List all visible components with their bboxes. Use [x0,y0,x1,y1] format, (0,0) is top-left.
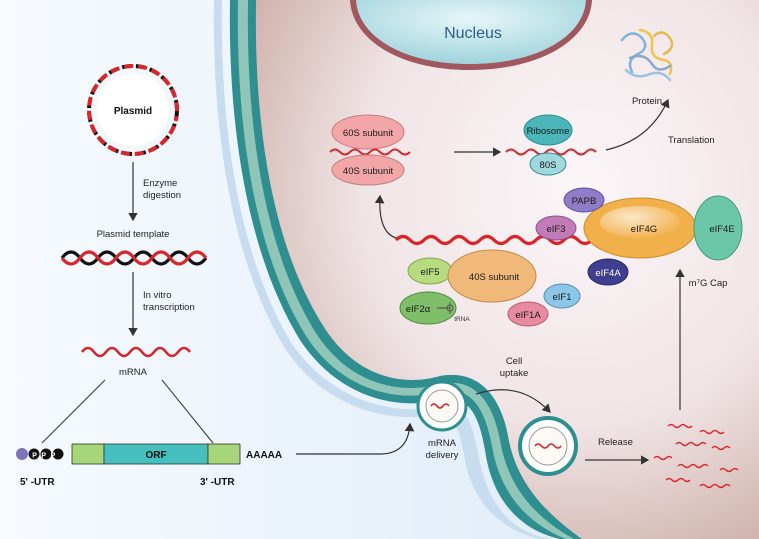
nucleus-label: Nucleus [444,25,502,42]
papb [563,187,605,213]
arrow-scanning [374,194,397,239]
utr3-label: 3' -UTR [200,477,235,488]
ribosome [523,114,573,146]
eif4e-label: eIF4E [709,224,734,235]
initiation-mrna [394,234,622,246]
phosphate-2 [40,448,52,460]
subunit-40s-complex-label: 40S subunit [469,272,520,283]
ribosome-80s [529,152,567,176]
mrna-construct: PPP ORF AAAAA 5' -UTR 3' -UTR [16,443,282,488]
ribosome-label: Ribosome [527,126,570,137]
plasmid-template-dna [60,250,208,266]
enzyme-label-1: Enzyme [143,178,177,189]
protein-label: Protein [632,96,662,107]
eif4e [693,195,743,261]
subunit-40s-complex [447,249,537,303]
mrna-label: mRNA [119,367,148,378]
ribosome-80s-label: 80S [540,160,557,171]
delivery-label-1: mRNA [428,438,457,449]
orf-label: ORF [145,450,166,461]
phosphate-3 [52,448,64,460]
phosphate-1 [28,448,40,460]
cap-label: m⁷G Cap [689,278,728,289]
eif2a [399,291,457,325]
zoom-line-right [161,379,214,444]
eif3 [535,215,577,241]
released-mrna [653,423,739,489]
eif1-label: eIF1 [552,292,571,303]
ppp-label: PPP [32,453,60,460]
protein-icon [620,28,674,82]
cap-icon [16,448,28,460]
papb-label: PAPB [572,196,597,207]
ivt-label-1: In vitro [143,290,172,301]
mrna-wave [80,346,192,358]
uptake-label-2: uptake [500,368,529,379]
template-label: Plasmid template [97,229,170,240]
uptake-label-1: Cell [506,356,522,367]
eif4a-label: eIF4A [595,268,621,279]
delivery-label-2: delivery [426,450,459,461]
zoom-line-left [41,379,106,444]
eif3-label: eIF3 [546,224,565,235]
eif1 [543,283,581,309]
utr5-block [71,443,105,465]
subunit-40s-upper-label: 40S subunit [343,166,394,177]
eif2a-label: eIF2α [406,304,431,315]
eif4a [587,258,629,286]
plasmid-icon [87,64,179,156]
endosome [518,416,578,476]
arrow-uptake [475,389,551,413]
translation-label: Translation [668,135,715,146]
subunit-60s [331,114,405,150]
upper-mrna-left [329,148,411,156]
eif1a [507,301,549,327]
upper-mrna-right [505,148,597,156]
subunit-60s-label: 60S subunit [343,128,394,139]
plasmid-label: Plasmid [114,106,152,117]
trna-label: tRNA [454,316,470,323]
subunit-40s-upper [331,154,405,186]
eif5-label: eIF5 [420,267,439,278]
trna-icon [437,302,454,314]
arrow-translation [605,98,670,151]
eif4g-label: eIF4G [631,224,657,235]
utr3-block [207,443,241,465]
utr5-label: 5' -UTR [20,477,55,488]
polya-label: AAAAA [246,450,282,461]
arrow-to-delivery [296,422,415,455]
release-label: Release [598,437,633,448]
eif1a-label: eIF1A [515,310,541,321]
delivery-vesicle [416,380,468,432]
ivt-label-2: transcription [143,302,195,313]
nucleus [356,0,586,64]
enzyme-label-2: digestion [143,190,181,201]
